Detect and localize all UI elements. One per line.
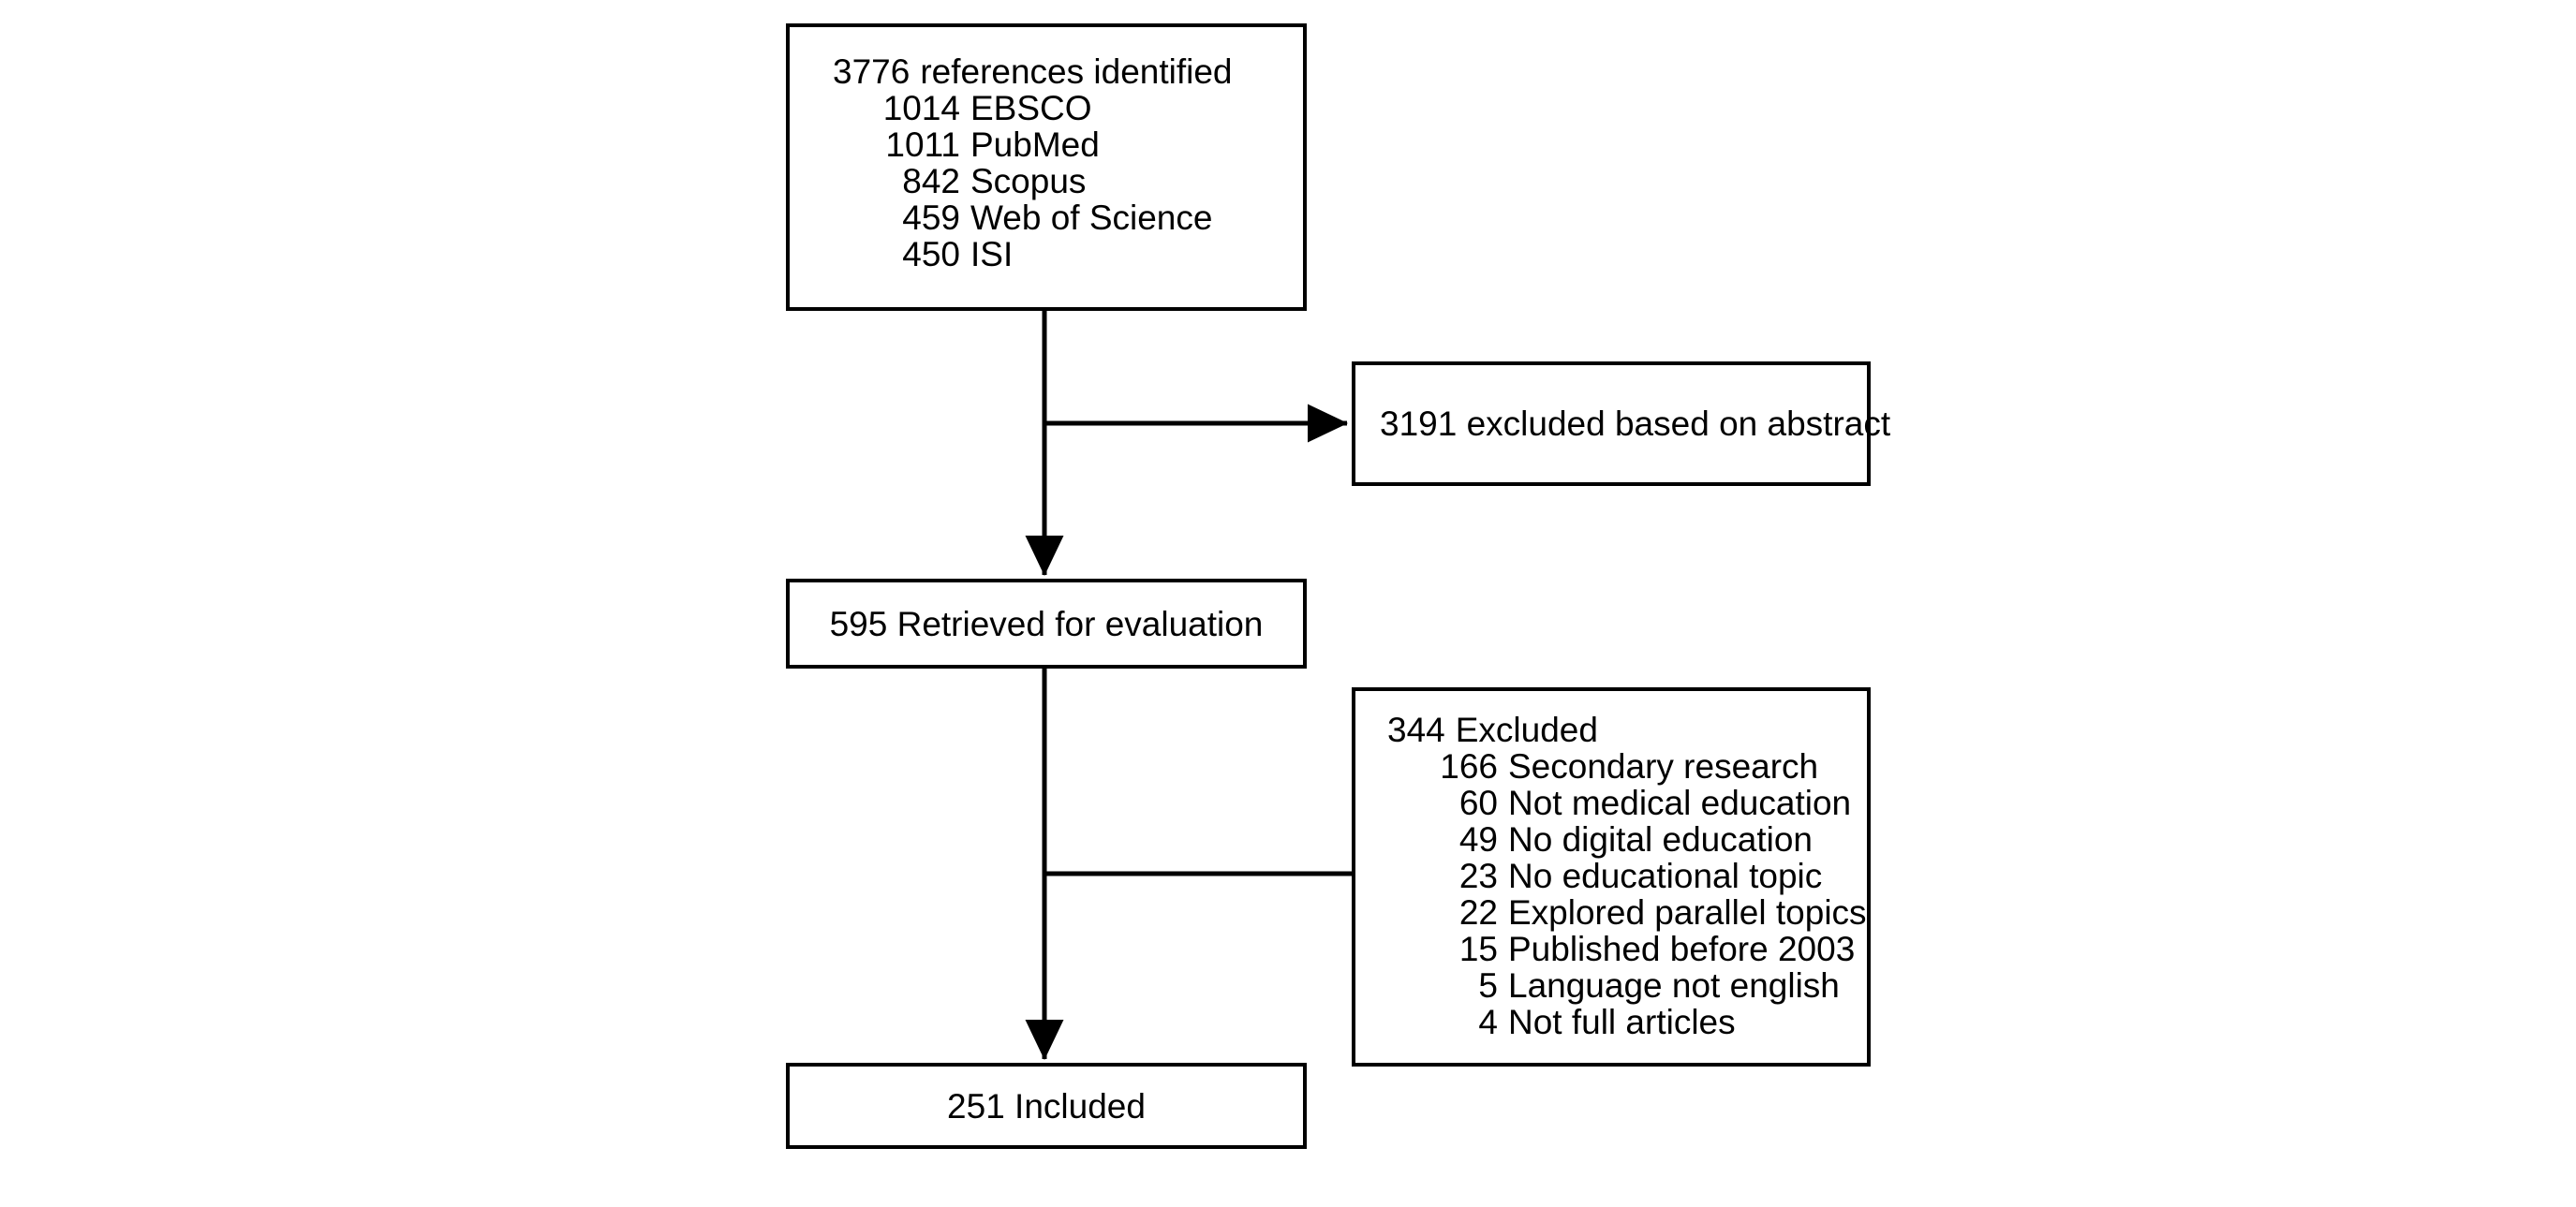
- node-excluded-based-on-abstract: 3191 excluded based on abstract: [1352, 361, 1891, 486]
- source-item-label: PubMed: [970, 125, 1100, 164]
- excluded-reason-item: 60 Not medical education: [1404, 785, 1867, 821]
- excluded-reason-label: No digital education: [1508, 820, 1813, 859]
- source-item-count: 842: [902, 162, 960, 200]
- excluded-reason-label: Explored parallel topics: [1508, 893, 1867, 932]
- source-item-label: EBSCO: [970, 89, 1092, 127]
- sources-heading: 3776 references identified: [833, 53, 1303, 90]
- source-item-count: 450: [902, 235, 960, 273]
- excluded-reason-label: Secondary research: [1508, 747, 1819, 786]
- excluded-reason-label: No educational topic: [1508, 857, 1823, 895]
- excluded-detail-heading-count: 344: [1387, 711, 1445, 749]
- excluded-reason-label: Not medical education: [1508, 784, 1852, 822]
- excluded-reason-item: 15 Published before 2003: [1404, 931, 1867, 967]
- excluded-detail-heading: 344 Excluded: [1387, 712, 1867, 748]
- excluded-reason-count: 49: [1458, 820, 1498, 859]
- node-retrieved-for-evaluation: 595 Retrieved for evaluation: [786, 579, 1307, 669]
- source-item-label: Scopus: [970, 162, 1087, 200]
- source-item-count: 1014: [882, 89, 960, 127]
- excluded-reason-count: 15: [1458, 930, 1498, 968]
- excluded-reason-item: 5 Language not english: [1404, 967, 1867, 1004]
- excluded-reason-label: Published before 2003: [1508, 930, 1856, 968]
- source-item-count: 1011: [885, 125, 960, 164]
- source-item: 1011 PubMed: [850, 126, 1303, 163]
- excluded-reason-count: 22: [1458, 893, 1498, 932]
- excluded-detail-heading-label: Excluded: [1455, 711, 1598, 749]
- excluded-reason-count: 4: [1478, 1003, 1498, 1041]
- excluded-reason-item: 22 Explored parallel topics: [1404, 894, 1867, 931]
- source-item: 459 Web of Science: [850, 199, 1303, 236]
- excluded-reason-item: 23 No educational topic: [1404, 858, 1867, 894]
- excluded-reason-count: 60: [1458, 784, 1498, 822]
- source-item: 1014 EBSCO: [850, 90, 1303, 126]
- retrieved-text: 595 Retrieved for evaluation: [829, 604, 1264, 643]
- excluded-reason-count: 166: [1440, 747, 1498, 786]
- excluded-reason-item: 4 Not full articles: [1404, 1004, 1867, 1040]
- excluded-reason-item: 166 Secondary research: [1404, 748, 1867, 785]
- source-item: 842 Scopus: [850, 163, 1303, 199]
- node-included: 251 Included: [786, 1063, 1307, 1149]
- excluded-reason-label: Language not english: [1508, 966, 1840, 1005]
- sources-heading-label: references identified: [920, 52, 1233, 91]
- sources-heading-count: 3776: [833, 52, 910, 91]
- excluded-reason-item: 49 No digital education: [1404, 821, 1867, 858]
- included-text: 251 Included: [947, 1086, 1146, 1126]
- source-item: 450 ISI: [850, 236, 1303, 272]
- node-excluded-detail: 344 Excluded 166 Secondary research 60 N…: [1352, 687, 1871, 1067]
- source-item-label: Web of Science: [970, 199, 1213, 237]
- source-item-label: ISI: [970, 235, 1014, 273]
- excluded-reason-count: 23: [1458, 857, 1498, 895]
- node-references-identified: 3776 references identified 1014 EBSCO 10…: [786, 23, 1307, 311]
- excluded-reason-label: Not full articles: [1508, 1003, 1736, 1041]
- excluded-abstract-text: 3191 excluded based on abstract: [1380, 405, 1891, 443]
- source-item-count: 459: [902, 199, 960, 237]
- excluded-reason-count: 5: [1478, 966, 1498, 1005]
